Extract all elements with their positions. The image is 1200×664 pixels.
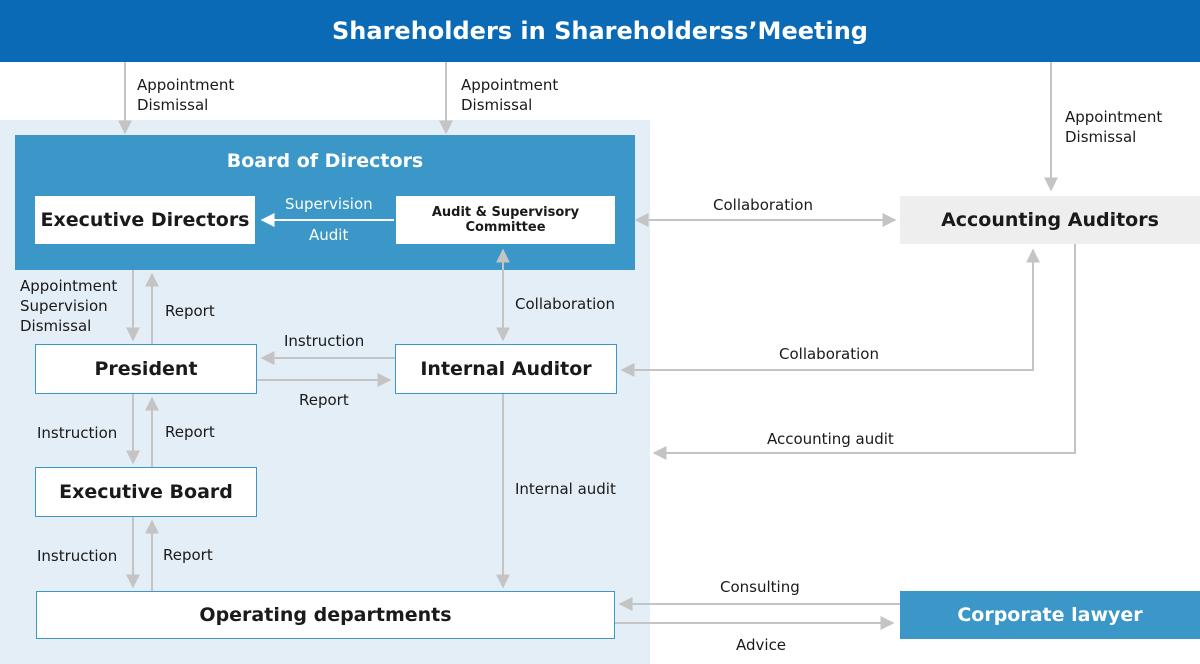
label-report-internal: Report <box>299 391 349 409</box>
label-collaboration-internal: Collaboration <box>779 345 879 363</box>
arrow-internal-auditors-collab <box>620 248 1040 377</box>
label-advice: Advice <box>736 636 787 654</box>
label-consulting: Consulting <box>720 578 800 596</box>
accounting-auditors-box: Accounting Auditors <box>900 196 1200 244</box>
audit-committee-box: Audit & Supervisory Committee <box>396 196 615 244</box>
shareholders-meeting-header: Shareholders in Shareholderss’Meeting <box>0 0 1200 62</box>
executive-directors-box: Executive Directors <box>35 196 255 244</box>
label-accounting-audit: Accounting audit <box>767 430 894 448</box>
audit-label: Audit <box>309 226 349 244</box>
internal-auditor-box: Internal Auditor <box>395 344 617 394</box>
label-report-execboard: Report <box>163 546 213 564</box>
label-collaboration-committee: Collaboration <box>515 295 615 313</box>
supervision-label: Supervision <box>285 195 373 213</box>
arrow-accounting-audit <box>652 244 1076 460</box>
president-box: President <box>35 344 257 394</box>
label-report-president: Report <box>165 423 215 441</box>
corporate-lawyer-box: Corporate lawyer <box>900 591 1200 639</box>
label-instruction-execboard: Instruction <box>37 424 118 442</box>
board-title: Board of Directors <box>226 150 424 172</box>
label-collaboration-auditors: Collaboration <box>713 196 813 214</box>
executive-board-box: Executive Board <box>35 467 257 517</box>
label-instruction-president: Instruction <box>284 332 365 350</box>
operating-departments-box: Operating departments <box>36 591 615 639</box>
label-internal-audit: Internal audit <box>515 480 616 498</box>
label-instruction-ops: Instruction <box>37 547 118 565</box>
label-report-board: Report <box>165 302 215 320</box>
